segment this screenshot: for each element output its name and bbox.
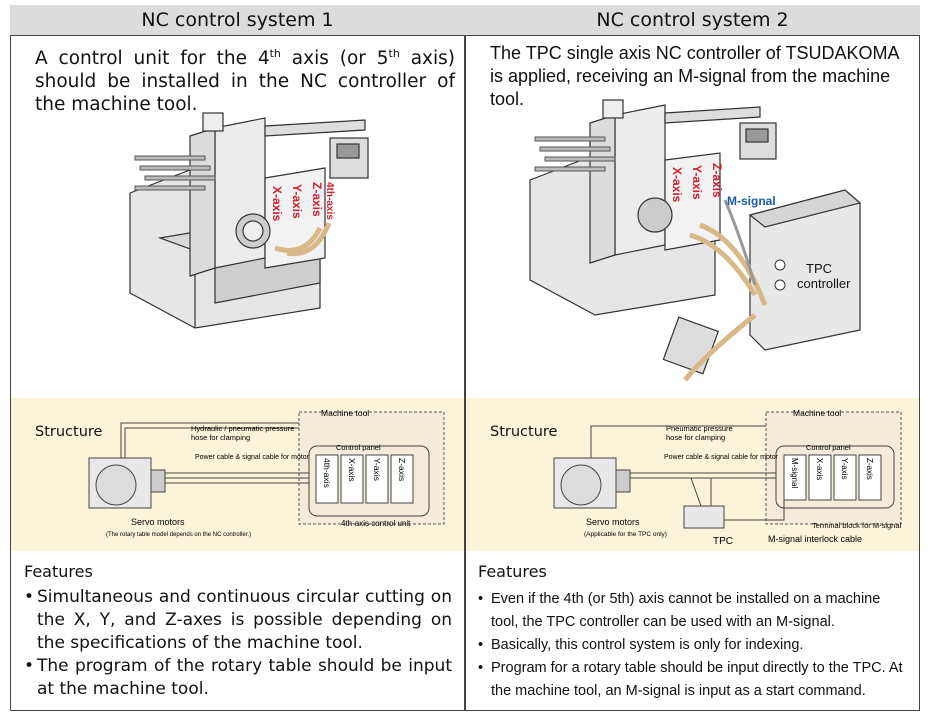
header-system-2: NC control system 2 (465, 5, 920, 36)
tpc-label-line1: TPC (806, 261, 832, 276)
struct1-unit: 4th-axis control unit (341, 519, 411, 528)
feature-item: Even if the 4th (or 5th) axis cannot be … (476, 588, 911, 634)
machine-tool-illustration-2: X-axis Y-axis Z-axis M-signal TPC contro… (529, 99, 862, 382)
machine2-x-axis-label: X-axis (670, 167, 684, 203)
struct1-servo: Servo motors (131, 517, 185, 527)
machine2-z-axis-label: Z-axis (710, 163, 724, 198)
struct2-m-signal: M-signal (790, 458, 799, 488)
machine-z-axis-label: Z-axis (310, 182, 324, 217)
tpc-label-line2: controller (797, 276, 851, 291)
structure-diagram-1: Machine tool Control panel 4th-axis X-ax… (88, 408, 445, 538)
struct2-pneumatic2: hose for clamping (666, 433, 725, 442)
struct2-interlock: M-signal interlock cable (768, 534, 862, 544)
features-title-2: Features (478, 562, 547, 581)
machine-tool-illustration-1: X-axis Y-axis Z-axis 4th-axis (129, 112, 369, 329)
struct2-power: Power cable & signal cable for motor (664, 454, 779, 461)
struct1-control-panel: Control panel (336, 443, 381, 452)
features-list-2: Even if the 4th (or 5th) axis cannot be … (476, 588, 911, 703)
struct1-4th-axis: 4th-axis (322, 458, 332, 488)
machine-4th-axis-label: 4th-axis (324, 182, 335, 220)
struct1-servo-note: (The rotary table model depends on the N… (106, 532, 251, 538)
struct2-servo-note: (Applicable for the TPC only) (584, 531, 667, 538)
structure-diagram-2: Machine tool Control panel M-signal X-ax… (553, 408, 902, 547)
struct1-power: Power cable & signal cable for motor (195, 454, 310, 461)
struct1-hydraulic2: hose for clamping (191, 433, 250, 442)
struct2-servo: Servo motors (586, 517, 640, 527)
feature-item: Basically, this control system is only f… (476, 634, 911, 657)
machine-y-axis-label: Y-axis (290, 184, 304, 219)
struct2-machine-tool: Machine tool (793, 408, 841, 418)
struct1-z-axis: Z-axis (397, 458, 407, 481)
machine2-y-axis-label: Y-axis (690, 165, 704, 200)
header-system-1: NC control system 1 (10, 5, 465, 36)
struct2-pneumatic: Pneumatic pressure (666, 424, 733, 433)
column-divider (464, 5, 466, 711)
struct2-terminal: Terminal block for M-signal (812, 521, 902, 530)
feature-item: Simultaneous and continuous circular cut… (22, 586, 452, 655)
struct1-machine-tool: Machine tool (321, 408, 369, 418)
struct2-z-axis: Z-axis (865, 458, 874, 480)
intro-system-2: The TPC single axis NC controller of TSU… (490, 43, 899, 109)
struct2-y-axis: Y-axis (840, 458, 849, 480)
m-signal-label: M-signal (727, 194, 776, 208)
features-list-1: Simultaneous and continuous circular cut… (22, 586, 452, 701)
feature-item: Program for a rotary table should be inp… (476, 657, 911, 703)
struct2-x-axis: X-axis (815, 458, 824, 480)
struct2-control-panel: Control panel (806, 443, 851, 452)
intro-system-1: A control unit for the 4th axis (or 5th … (35, 47, 455, 116)
structure-title-2: Structure (490, 424, 558, 440)
machine-x-axis-label: X-axis (270, 186, 284, 222)
features-title-1: Features (24, 562, 93, 581)
structure-title-1: Structure (35, 424, 103, 440)
struct2-tpc: TPC (713, 536, 733, 547)
struct1-x-axis: X-axis (347, 458, 357, 482)
struct1-hydraulic: Hydraulic / pneumatic pressure (191, 424, 294, 433)
feature-item: The program of the rotary table should b… (22, 655, 452, 701)
struct1-y-axis: Y-axis (372, 458, 382, 481)
